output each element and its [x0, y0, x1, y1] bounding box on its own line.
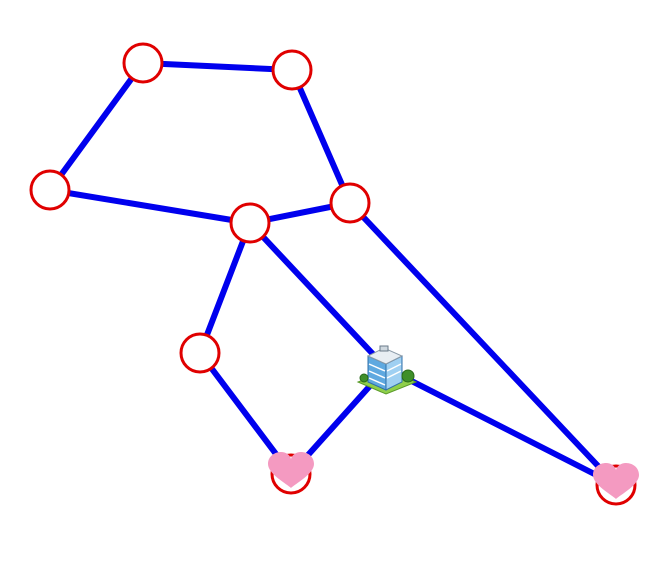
nodes-layer: [29, 42, 639, 506]
heart-icon: [268, 452, 314, 488]
node-n1: [122, 42, 164, 84]
office-building-icon: [356, 345, 418, 395]
window-band-4: [386, 363, 402, 372]
window-band-1: [368, 363, 386, 372]
window-band-5: [386, 370, 402, 379]
edge-n1-n3: [47, 60, 146, 193]
tree-2: [359, 373, 369, 383]
heart-shape: [593, 463, 639, 499]
node-n6: [179, 332, 221, 374]
edge-n5-n6: [197, 220, 253, 356]
edge-n1-n2: [140, 60, 295, 73]
roof-box: [379, 345, 389, 352]
node-n3: [29, 169, 71, 211]
edge-n3-n5: [47, 187, 253, 226]
edge-n5-n7: [247, 220, 389, 371]
tree-1: [401, 369, 415, 383]
heart-shape: [268, 452, 314, 488]
edge-n4-n9: [347, 200, 619, 488]
window-band-3: [368, 377, 386, 386]
edge-n2-n4: [289, 67, 353, 206]
node-n2: [271, 49, 313, 91]
edge-n7-n9: [383, 365, 619, 488]
building-roof: [366, 347, 404, 365]
edges-layer: [47, 60, 619, 488]
node-n4: [329, 182, 371, 224]
heart-icon: [593, 463, 639, 499]
node-n5: [229, 202, 271, 244]
window-band-2: [368, 370, 386, 379]
